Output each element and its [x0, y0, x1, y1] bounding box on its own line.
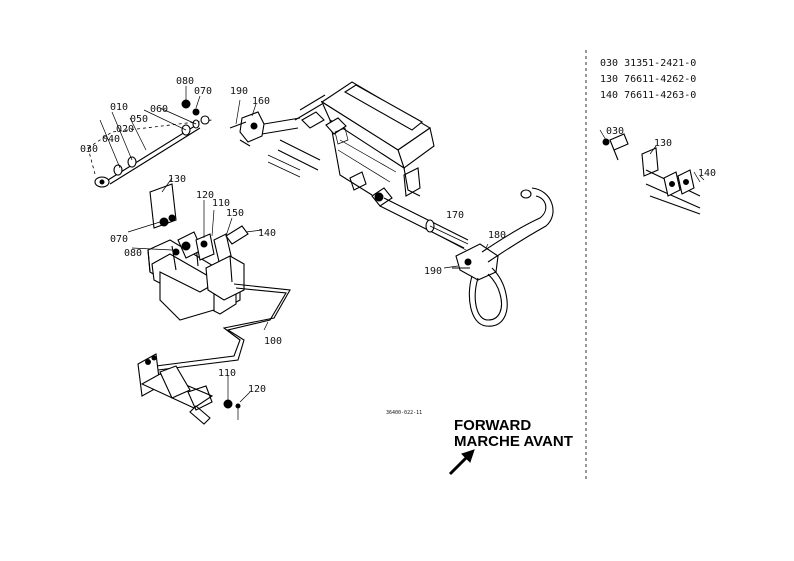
- callout-160: 160: [252, 96, 270, 107]
- callout-130-main: 130: [168, 174, 186, 185]
- callout-050: 050: [130, 114, 148, 125]
- inset-detail-drawing: [585, 50, 705, 480]
- callout-120-a: 120: [196, 190, 214, 201]
- forward-arrow: [448, 449, 475, 476]
- parts-list-row: 140 76611-4263-0: [600, 90, 696, 101]
- callout-190-top: 190: [230, 86, 248, 97]
- callout-030: 030: [80, 144, 98, 155]
- direction-forward: FORWARD: [454, 417, 531, 434]
- callout-040: 040: [102, 134, 120, 145]
- callout-140: 140: [258, 228, 276, 239]
- parts-list-row: 030 31351-2421-0: [600, 58, 696, 69]
- callout-100: 100: [264, 336, 282, 347]
- callout-110-a: 110: [212, 198, 230, 209]
- pedal-assembly: [379, 187, 554, 327]
- callout-190-right: 190: [424, 266, 442, 277]
- parts-list: 030 31351-2421-0 130 76611-4262-0 140 76…: [600, 58, 696, 101]
- direction-marche-avant: MARCHE AVANT: [454, 433, 573, 450]
- callout-120-b: 120: [248, 384, 266, 395]
- lower-bracket-assembly: [137, 353, 251, 425]
- callout-170: 170: [446, 210, 464, 221]
- callout-030-inset: 030: [606, 126, 624, 137]
- parts-list-row: 130 76611-4262-0: [600, 74, 696, 85]
- callout-070-top: 070: [194, 86, 212, 97]
- drawing-code: 36400-022-11: [386, 410, 422, 416]
- rod-100: [155, 283, 291, 371]
- callout-010: 010: [110, 102, 128, 113]
- bracket-lever-assembly: [127, 177, 263, 321]
- callout-060: 060: [150, 104, 168, 115]
- callout-150: 150: [226, 208, 244, 219]
- callout-080-top: 080: [176, 76, 194, 87]
- callout-080-left: 080: [124, 248, 142, 259]
- callout-140-inset: 140: [698, 168, 716, 179]
- callout-130-inset: 130: [654, 138, 672, 149]
- callout-070-left: 070: [110, 234, 128, 245]
- callout-020: 020: [116, 124, 134, 135]
- linkage-rod-assembly: [87, 86, 213, 188]
- callout-labels: 010 060 050 020 040 030 080 070 190 160 …: [80, 76, 716, 395]
- main-frame-drawing: [267, 81, 435, 207]
- callout-110-b: 110: [218, 368, 236, 379]
- callout-180: 180: [488, 230, 506, 241]
- arm-160: [229, 99, 301, 147]
